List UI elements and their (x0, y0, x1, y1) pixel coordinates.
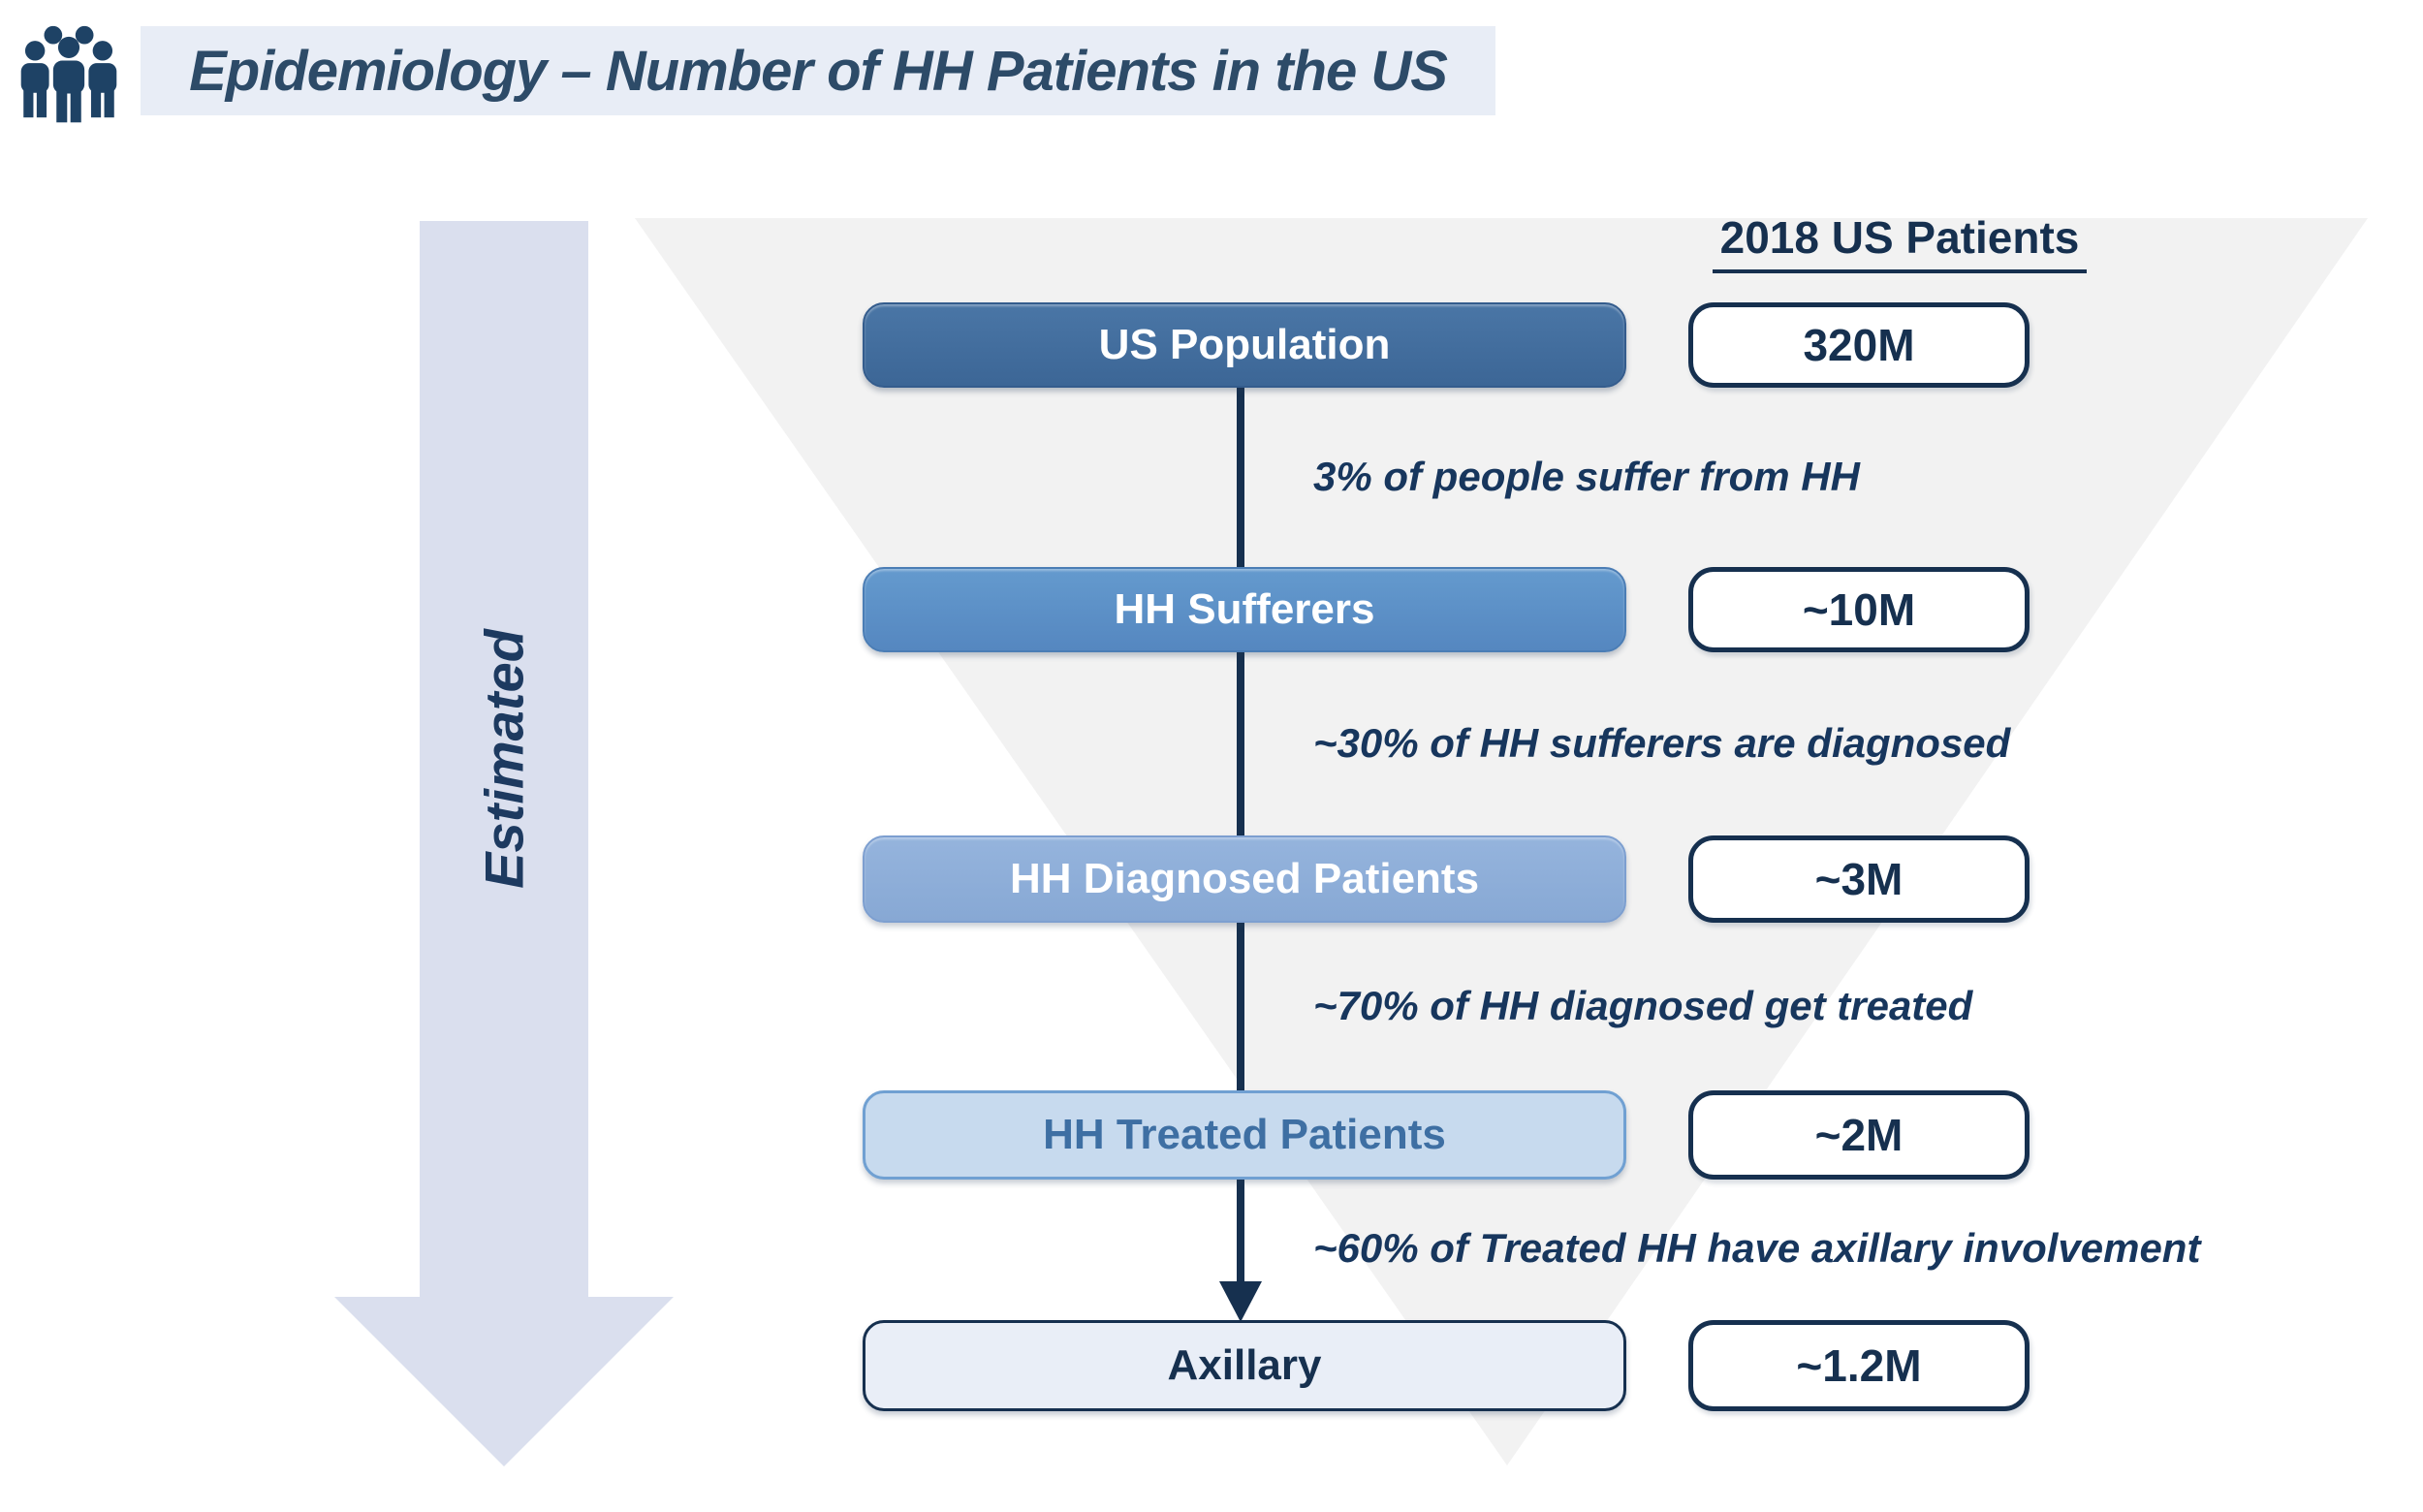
funnel-connector-arrowhead (1219, 1281, 1262, 1322)
patients-column-header: 2018 US Patients (1609, 211, 2190, 273)
stage-label-text: Axillary (1167, 1341, 1322, 1389)
stage-box-us-population: US Population (863, 302, 1626, 388)
transition-note-2: ~30% of HH sufferers are diagnosed (1313, 720, 2011, 766)
patients-column-header-text: 2018 US Patients (1712, 211, 2088, 273)
title-bar: Epidemiology – Number of HH Patients in … (141, 26, 1495, 115)
value-box-us-population: 320M (1688, 302, 2030, 388)
estimated-arrow-label: Estimated (473, 629, 535, 889)
transition-note-1: 3% of people suffer from HH (1313, 454, 1860, 499)
stage-label-text: HH Sufferers (1114, 585, 1375, 633)
transition-note-3: ~70% of HH diagnosed get treated (1313, 983, 1973, 1028)
value-box-hh-treated: ~2M (1688, 1090, 2030, 1180)
estimated-down-arrow-shape (334, 221, 674, 1466)
stage-box-axillary: Axillary (863, 1320, 1626, 1411)
stage-label-text: US Population (1098, 321, 1391, 368)
value-text: ~2M (1814, 1110, 1904, 1160)
stage-box-hh-treated: HH Treated Patients (863, 1090, 1626, 1180)
stage-label-text: HH Diagnosed Patients (1009, 855, 1480, 902)
people-group-icon (20, 25, 117, 123)
value-box-hh-sufferers: ~10M (1688, 567, 2030, 652)
value-box-axillary: ~1.2M (1688, 1320, 2030, 1411)
value-text: ~1.2M (1796, 1340, 1922, 1391)
value-text: ~3M (1814, 854, 1904, 904)
stage-box-hh-diagnosed: HH Diagnosed Patients (863, 835, 1626, 923)
value-text: ~10M (1802, 584, 1916, 635)
stage-label-text: HH Treated Patients (1043, 1111, 1446, 1158)
value-box-hh-diagnosed: ~3M (1688, 835, 2030, 923)
value-text: 320M (1803, 320, 1915, 370)
page-title: Epidemiology – Number of HH Patients in … (189, 39, 1448, 103)
transition-note-4: ~60% of Treated HH have axillary involve… (1313, 1225, 2201, 1271)
stage-box-hh-sufferers: HH Sufferers (863, 567, 1626, 652)
